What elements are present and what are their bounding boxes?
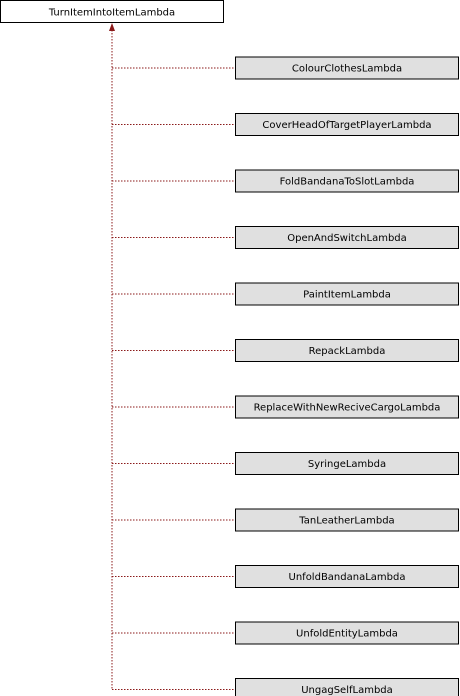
derived-class-node[interactable]: UnfoldEntityLambda xyxy=(235,621,459,645)
derived-class-label: RepackLambda xyxy=(309,346,386,357)
derived-class-box xyxy=(235,56,459,80)
derived-class-node[interactable]: UngagSelfLambda xyxy=(235,678,459,696)
derived-class-label: TanLeatherLambda xyxy=(298,516,394,527)
derived-class-node[interactable]: UnfoldBandanaLambda xyxy=(235,565,459,588)
derived-class-box xyxy=(235,678,459,696)
derived-class-nodes: ColourClothesLambdaCoverHeadOfTargetPlay… xyxy=(235,56,459,696)
derived-class-box xyxy=(235,339,459,362)
inheritance-arrow-head xyxy=(109,23,115,31)
derived-class-box xyxy=(235,226,459,249)
derived-class-box xyxy=(235,508,459,532)
derived-class-box xyxy=(235,113,459,136)
derived-class-box xyxy=(235,452,459,475)
derived-class-label: SyringeLambda xyxy=(308,459,386,470)
derived-class-node[interactable]: TanLeatherLambda xyxy=(235,508,459,532)
derived-class-box xyxy=(235,621,459,645)
derived-class-label: CoverHeadOfTargetPlayerLambda xyxy=(262,120,431,131)
inheritance-edges xyxy=(109,23,236,690)
derived-class-box xyxy=(235,395,459,419)
derived-class-label: FoldBandanaToSlotLambda xyxy=(280,177,415,188)
derived-class-box xyxy=(235,282,459,306)
base-class-node[interactable]: TurnItemIntoItemLambda xyxy=(0,0,224,23)
derived-class-node[interactable]: CoverHeadOfTargetPlayerLambda xyxy=(235,113,459,136)
base-class-label: TurnItemIntoItemLambda xyxy=(48,8,175,19)
derived-class-label: UngagSelfLambda xyxy=(301,685,393,696)
derived-class-node[interactable]: FoldBandanaToSlotLambda xyxy=(235,169,459,193)
derived-class-label: UnfoldEntityLambda xyxy=(296,629,398,640)
derived-class-node[interactable]: OpenAndSwitchLambda xyxy=(235,226,459,249)
derived-class-box xyxy=(235,565,459,588)
derived-class-node[interactable]: ColourClothesLambda xyxy=(235,56,459,80)
derived-class-label: OpenAndSwitchLambda xyxy=(287,233,407,244)
derived-class-node[interactable]: SyringeLambda xyxy=(235,452,459,475)
derived-class-label: ReplaceWithNewReciveCargoLambda xyxy=(254,403,441,414)
derived-class-box xyxy=(235,169,459,193)
derived-class-node[interactable]: RepackLambda xyxy=(235,339,459,362)
derived-class-label: ColourClothesLambda xyxy=(292,64,402,75)
derived-class-node[interactable]: PaintItemLambda xyxy=(235,282,459,306)
derived-class-node[interactable]: ReplaceWithNewReciveCargoLambda xyxy=(235,395,459,419)
derived-class-label: PaintItemLambda xyxy=(303,290,391,301)
base-class-box xyxy=(0,0,224,23)
derived-class-label: UnfoldBandanaLambda xyxy=(289,572,406,583)
